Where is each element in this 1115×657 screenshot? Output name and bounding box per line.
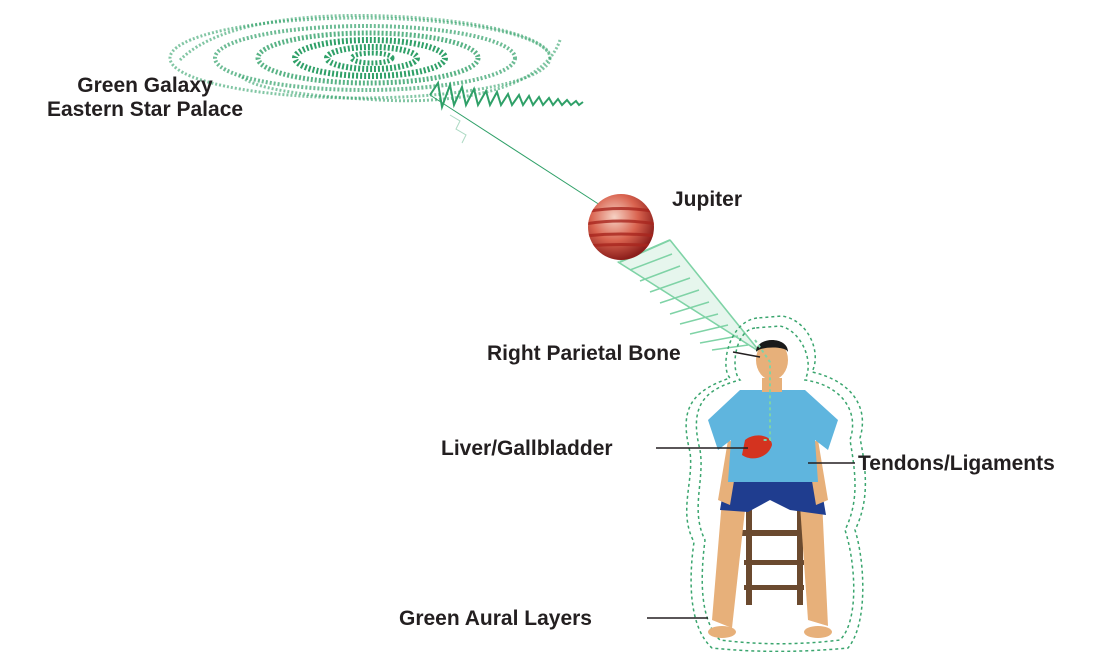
parietal-leader-line bbox=[733, 352, 760, 357]
galaxy-energy-coil bbox=[430, 83, 600, 205]
parietal-bone-label: Right Parietal Bone bbox=[487, 342, 681, 366]
seated-person-figure bbox=[708, 340, 838, 638]
jupiter-energy-cone bbox=[618, 240, 760, 352]
jupiter-label: Jupiter bbox=[672, 188, 742, 212]
galaxy-label-line1: Green Galaxy bbox=[0, 74, 290, 98]
liver-gallbladder-label: Liver/Gallbladder bbox=[441, 437, 613, 461]
tendons-ligaments-label: Tendons/Ligaments bbox=[858, 452, 1055, 476]
green-aural-layers-label: Green Aural Layers bbox=[399, 607, 592, 631]
galaxy-label-line2: Eastern Star Palace bbox=[0, 98, 290, 122]
galaxy-label: Green Galaxy Eastern Star Palace bbox=[0, 74, 290, 122]
